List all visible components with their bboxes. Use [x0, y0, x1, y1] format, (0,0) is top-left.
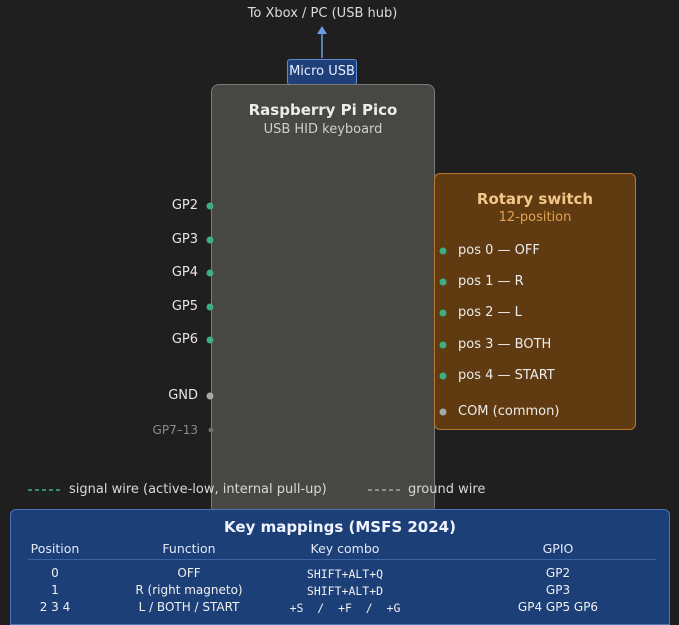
row-0-key-combo: SHIFT+ALT+Q [306, 567, 384, 581]
table-header-divider [28, 559, 656, 560]
pin-label-gnd: GND [168, 388, 198, 403]
rotary-title: Rotary switch [476, 190, 594, 208]
pin-dot-gp2 [206, 202, 214, 210]
pin-dot-gp6 [206, 336, 214, 344]
row-2-function: L / BOTH / START [138, 600, 240, 614]
switch-dot-pos4 [439, 372, 447, 380]
usb-arrow-head [317, 26, 327, 34]
row-2-position: 2 3 4 [39, 600, 71, 614]
pin-label-gp2: GP2 [171, 198, 198, 213]
pin-dot-gp3 [206, 236, 214, 244]
usb-destination-label: To Xbox / PC (USB hub) [247, 6, 398, 21]
column-header-function: Function [162, 541, 216, 556]
row-2-gpio: GP4 GP5 GP6 [517, 600, 599, 614]
column-header-position: Position [30, 541, 80, 556]
legend-signal-label: signal wire (active-low, internal pull-u… [69, 482, 327, 497]
row-0-function: OFF [177, 566, 201, 580]
pin-label-gp6: GP6 [171, 332, 198, 347]
pin-label-gp3: GP3 [171, 232, 198, 247]
rotary-com: COM (common) [458, 404, 560, 419]
pin-dot-unused [208, 427, 214, 433]
switch-dot-pos0 [439, 247, 447, 255]
pico-subtitle: USB HID keyboard [263, 122, 383, 137]
row-1-position: 1 [51, 583, 59, 597]
row-2-key-combo: +S / +F / +G [289, 601, 401, 615]
rotary-subtitle: 12-position [498, 210, 572, 225]
rotary-pos-3: pos 3 — BOTH [458, 337, 552, 352]
column-header-gpio: GPIO [542, 541, 574, 556]
row-0-position: 0 [51, 566, 59, 580]
legend-ground-label: ground wire [408, 482, 486, 497]
switch-dot-com [439, 408, 447, 416]
rotary-pos-4: pos 4 — START [458, 368, 555, 383]
pin-dot-gp4 [206, 269, 214, 277]
row-1-function: R (right magneto) [135, 583, 243, 597]
switch-dot-pos2 [439, 309, 447, 317]
rotary-pos-2: pos 2 — L [458, 305, 522, 320]
rotary-pos-0: pos 0 — OFF [458, 243, 540, 258]
pin-label-gp5: GP5 [171, 299, 198, 314]
pin-dot-gnd [206, 392, 214, 400]
row-0-gpio: GP2 [545, 566, 571, 580]
rotary-pos-1: pos 1 — R [458, 274, 524, 289]
row-1-gpio: GP3 [545, 583, 571, 597]
column-header-key-combo: Key combo [310, 541, 380, 556]
key-mapping-panel [10, 509, 670, 625]
pin-label-unused: GP7–13 [152, 423, 198, 437]
pico-board [211, 84, 435, 514]
pico-title: Raspberry Pi Pico [248, 101, 398, 119]
pin-dot-gp5 [206, 303, 214, 311]
rotary-switch-box [434, 173, 636, 430]
switch-dot-pos1 [439, 278, 447, 286]
row-1-key-combo: SHIFT+ALT+D [306, 584, 384, 598]
pin-label-gp4: GP4 [171, 265, 198, 280]
switch-dot-pos3 [439, 341, 447, 349]
key-mapping-title: Key mappings (MSFS 2024) [224, 518, 456, 536]
